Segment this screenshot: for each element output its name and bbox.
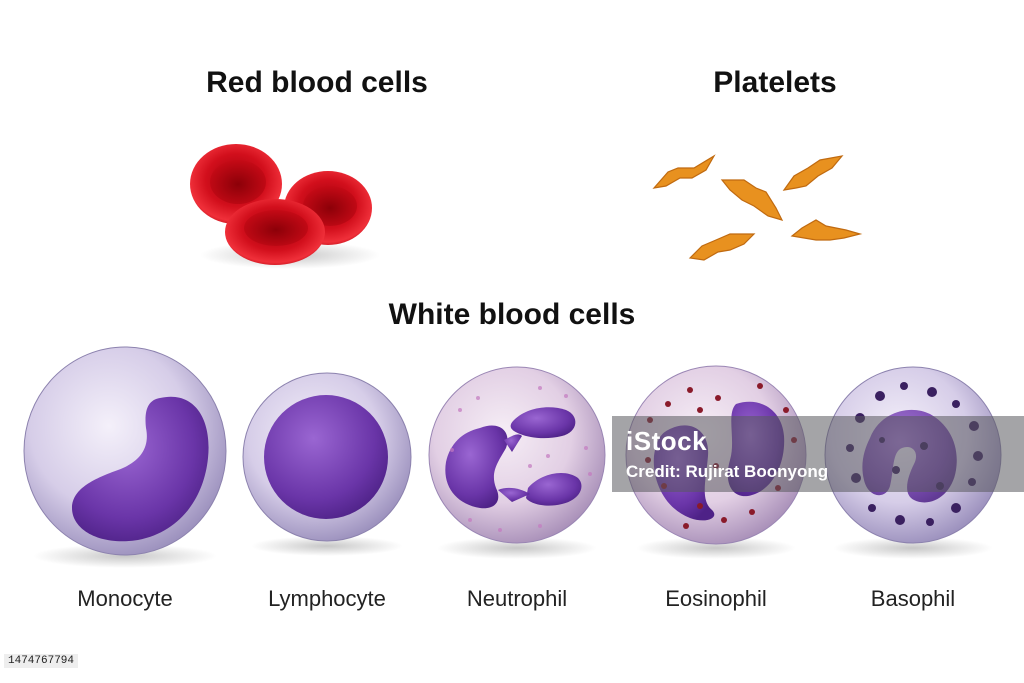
watermark-logo: iStock <box>626 426 708 456</box>
lymphocyte-cell <box>242 372 412 556</box>
cell-label-lymphocyte: Lymphocyte <box>268 586 386 611</box>
white-blood-cells-heading: White blood cells <box>388 298 636 331</box>
platelet <box>652 154 716 189</box>
red-blood-cell-group <box>190 144 380 269</box>
cell-label-basophil: Basophil <box>870 586 956 611</box>
monocyte-cell <box>23 346 227 568</box>
image-id-badge: 1474767794 <box>4 654 79 668</box>
neutrophil-nucleus <box>445 407 582 509</box>
platelet <box>790 219 863 241</box>
platelets-heading: Platelets <box>713 66 837 99</box>
cell-label-eosinophil: Eosinophil <box>665 586 767 611</box>
cell-label-monocyte: Monocyte <box>77 586 173 611</box>
lymphocyte-nucleus <box>264 395 388 519</box>
cell-label-neutrophil: Neutrophil <box>466 586 568 611</box>
red-blood-cell <box>225 199 325 265</box>
watermark: iStock Credit: Rujirat Boonyong <box>612 416 1024 492</box>
red-blood-cells-heading: Red blood cells <box>206 66 428 99</box>
neutrophil-cell <box>428 366 606 559</box>
platelet <box>688 233 756 261</box>
monocyte-nucleus <box>72 396 209 542</box>
watermark-credit: Credit: Rujirat Boonyong <box>626 462 829 481</box>
platelet <box>720 179 784 221</box>
platelet <box>782 155 844 191</box>
